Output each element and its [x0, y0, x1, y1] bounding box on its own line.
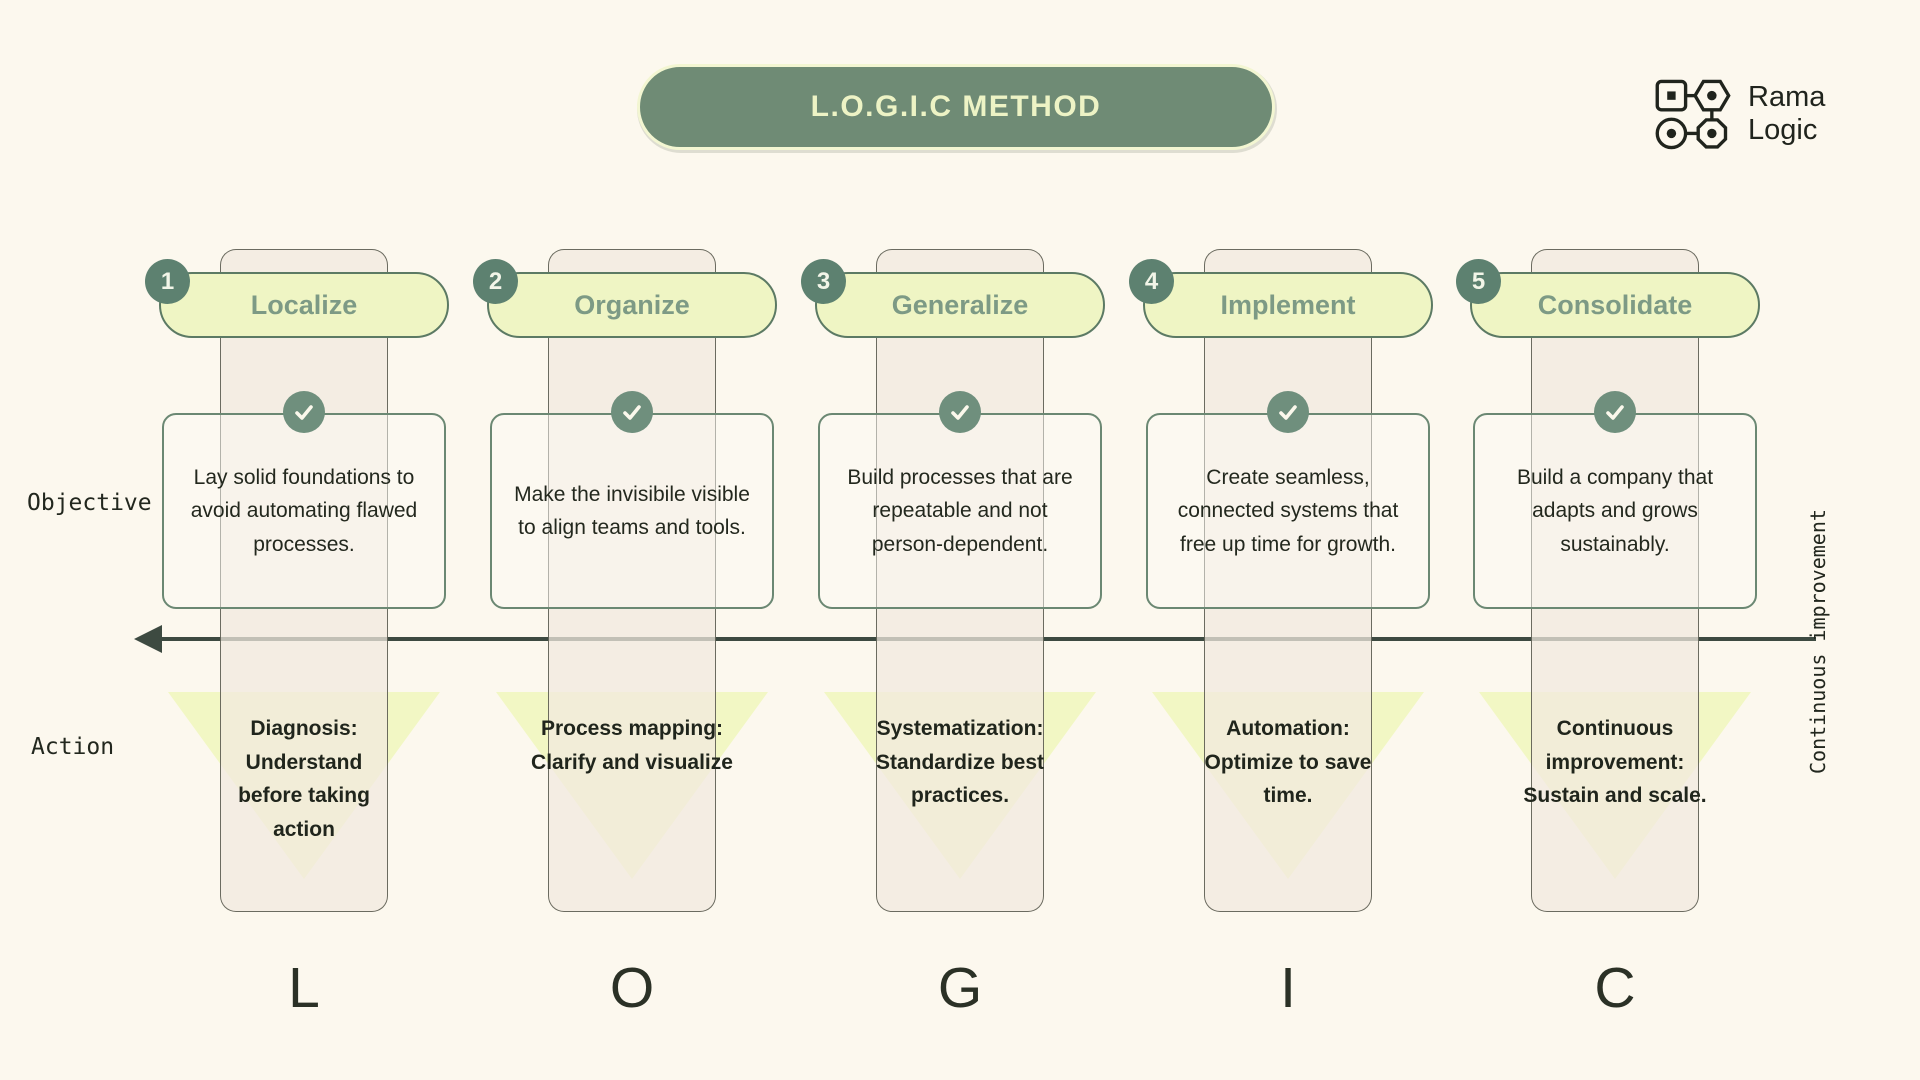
brand-name: Rama Logic [1748, 81, 1825, 148]
step-title: Implement [1220, 289, 1356, 320]
objective-row-label: Objective [27, 490, 152, 516]
action-text: Automation: Optimize to save time. [1204, 717, 1372, 808]
check-icon [283, 391, 325, 433]
step-title: Localize [250, 289, 358, 320]
acronym-letter: L [288, 956, 320, 1020]
step-title: Generalize [891, 289, 1029, 320]
action-row-label: Action [31, 734, 115, 760]
objective-card: Build a company that adapts and grows su… [1473, 413, 1757, 609]
acronym-letter: C [1594, 956, 1636, 1020]
check-icon [1267, 391, 1309, 433]
action-text: Diagnosis: Understand before taking acti… [238, 717, 370, 841]
brand-name-line1: Rama [1748, 80, 1826, 113]
step-title-pill: Consolidate [1470, 272, 1760, 338]
objective-text: Build processes that are repeatable and … [847, 466, 1073, 556]
step-column-localize: 1 Localize Lay solid foundations to avoi… [139, 249, 469, 1049]
timeline-arrow-head-icon [134, 625, 162, 653]
step-number-badge: 2 [473, 259, 518, 304]
step-title-pill: Localize [159, 272, 449, 338]
page-title: L.O.G.I.C METHOD [810, 90, 1102, 123]
step-column-consolidate: 5 Consolidate Build a company that adapt… [1450, 249, 1780, 1049]
step-title-pill: Implement [1143, 272, 1433, 338]
step-number-badge: 4 [1129, 259, 1174, 304]
action-text: Continuous improvement: Sustain and scal… [1523, 717, 1707, 808]
step-title-pill: Generalize [815, 272, 1105, 338]
step-title: Organize [574, 289, 690, 320]
network-shapes-icon [1655, 79, 1731, 150]
check-icon [1594, 391, 1636, 433]
check-icon [939, 391, 981, 433]
step-column-implement: 4 Implement Create seamless, connected s… [1123, 249, 1453, 1049]
title-banner: L.O.G.I.C METHOD [637, 64, 1275, 150]
brand-name-line2: Logic [1748, 114, 1818, 146]
objective-text: Build a company that adapts and grows su… [1516, 466, 1714, 556]
step-title-pill: Organize [487, 272, 777, 338]
objective-text: Make the invisibile visible to align tea… [514, 482, 750, 539]
objective-card: Lay solid foundations to avoid automatin… [162, 413, 446, 609]
continuous-improvement-axis-label: Continuous improvement [1806, 509, 1830, 775]
objective-card: Create seamless, connected systems that … [1146, 413, 1430, 609]
objective-text: Lay solid foundations to avoid automatin… [190, 466, 418, 556]
acronym-letter: I [1280, 956, 1296, 1020]
brand-logo: Rama Logic [1652, 72, 1825, 156]
step-title: Consolidate [1537, 289, 1693, 320]
acronym-letter: G [937, 956, 983, 1020]
step-column-organize: 2 Organize Make the invisibile visible t… [467, 249, 797, 1049]
step-number-badge: 1 [145, 259, 190, 304]
step-number-badge: 3 [801, 259, 846, 304]
action-text: Systematization: Standardize best practi… [875, 717, 1045, 808]
check-icon [611, 391, 653, 433]
objective-text: Create seamless, connected systems that … [1177, 466, 1399, 556]
action-text: Process mapping: Clarify and visualize [531, 717, 733, 774]
objective-card: Make the invisibile visible to align tea… [490, 413, 774, 609]
step-column-generalize: 3 Generalize Build processes that are re… [795, 249, 1125, 1049]
acronym-letter: O [609, 956, 655, 1020]
objective-card: Build processes that are repeatable and … [818, 413, 1102, 609]
step-number-badge: 5 [1456, 259, 1501, 304]
